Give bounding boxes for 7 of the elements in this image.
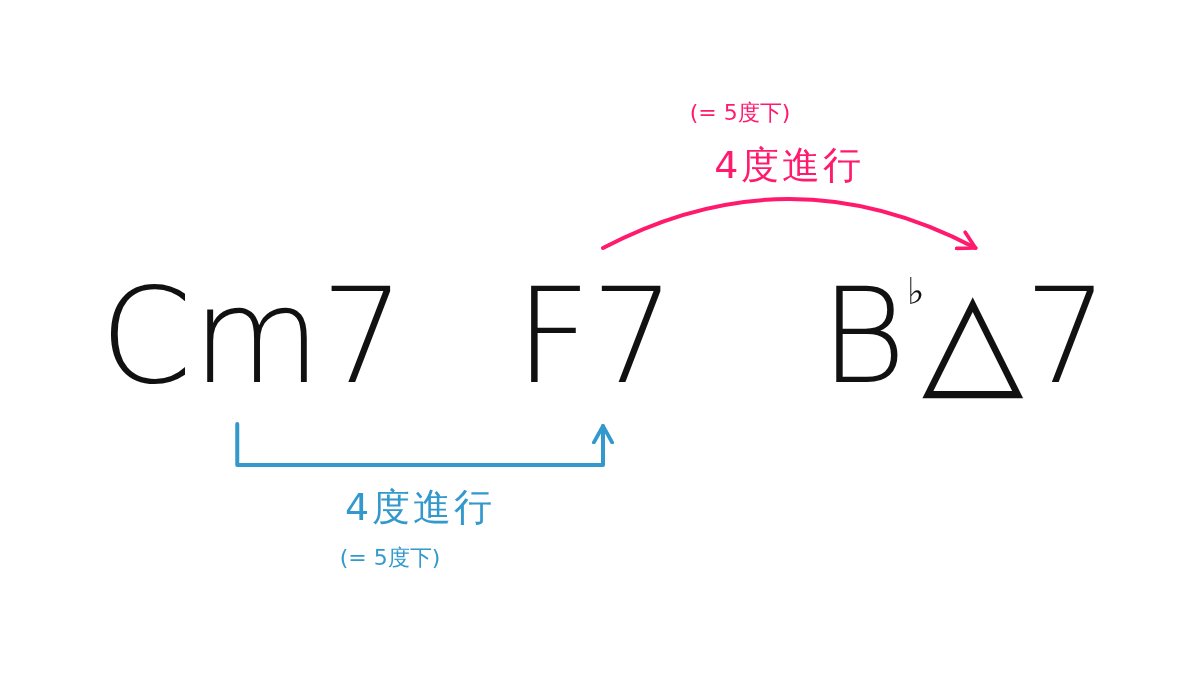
chord-symbol: B$^{♭}$△7: [820, 270, 1109, 402]
interval-note: (= 5度下): [689, 99, 791, 127]
curved-arrow: [601, 197, 978, 251]
chord-symbol: Cm7: [100, 270, 405, 402]
bracket-arrow: [235, 422, 614, 467]
chord-symbol: F7: [515, 270, 675, 402]
interval-note: (= 5度下): [339, 544, 441, 572]
